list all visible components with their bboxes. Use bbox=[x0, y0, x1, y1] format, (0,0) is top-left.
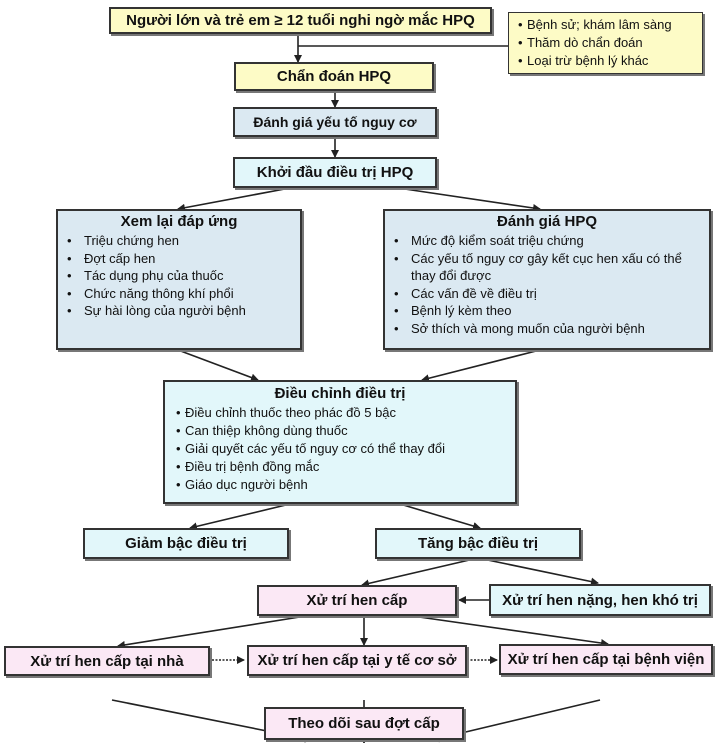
side-note-item: Loại trừ bệnh lý khác bbox=[513, 52, 698, 70]
assess-asthma-item: Bệnh lý kèm theo bbox=[385, 302, 701, 320]
node-side-note: Bệnh sử; khám lâm sàng Thăm dò chẩn đoán… bbox=[508, 12, 703, 74]
node-start-label: Người lớn và trẻ em ≥ 12 tuổi nghi ngờ m… bbox=[126, 12, 475, 29]
arrow-to-severe bbox=[477, 557, 599, 586]
node-diagnosis: Chẩn đoán HPQ bbox=[234, 62, 434, 91]
side-note-item: Bệnh sử; khám lâm sàng bbox=[513, 16, 698, 34]
assess-asthma-item: Các yếu tố nguy cơ gây kết cục hen xấu c… bbox=[385, 250, 701, 285]
review-response-item: Sự hài lòng của người bệnh bbox=[58, 302, 300, 320]
adjust-treatment-item: Can thiệp không dùng thuốc bbox=[171, 422, 515, 440]
arrow-to-step-up bbox=[399, 503, 481, 530]
assess-asthma-list: Mức độ kiểm soát triệu chứng Các yếu tố … bbox=[385, 232, 709, 337]
node-acute-hospital-label: Xử trí hen cấp tại bệnh viện bbox=[507, 651, 705, 668]
node-step-down: Giảm bậc điều trị bbox=[83, 528, 289, 559]
adjust-treatment-title: Điều chỉnh điều trị bbox=[274, 385, 406, 402]
node-severe-asthma-label: Xử trí hen nặng, hen khó trị bbox=[502, 591, 698, 609]
node-diagnosis-label: Chẩn đoán HPQ bbox=[276, 68, 392, 85]
node-acute-home: Xử trí hen cấp tại nhà bbox=[4, 646, 210, 676]
node-risk-assessment: Đánh giá yếu tố nguy cơ bbox=[233, 107, 437, 137]
node-acute-management-label: Xử trí hen cấp bbox=[306, 592, 408, 609]
assess-asthma-item: Các vấn đề về điều trị bbox=[385, 285, 701, 303]
assess-asthma-item: Sở thích và mong muốn của người bệnh bbox=[385, 320, 701, 338]
assess-asthma-title: Đánh giá HPQ bbox=[496, 213, 597, 230]
review-response-item: Chức năng thông khí phổi bbox=[58, 285, 300, 303]
node-assess-asthma: Đánh giá HPQ Mức độ kiểm soát triệu chứn… bbox=[383, 209, 711, 350]
node-follow-up: Theo dõi sau đợt cấp bbox=[264, 707, 464, 740]
node-start-treatment: Khởi đầu điều trị HPQ bbox=[233, 157, 437, 188]
review-response-title: Xem lại đáp ứng bbox=[120, 213, 238, 230]
node-step-down-label: Giảm bậc điều trị bbox=[125, 535, 247, 552]
node-acute-management: Xử trí hen cấp bbox=[257, 585, 457, 616]
arrow-to-step-down bbox=[189, 503, 291, 531]
arrow-assess-to-adjust bbox=[421, 349, 541, 383]
review-response-list: Triệu chứng hen Đợt cấp hen Tác dụng phụ… bbox=[58, 232, 300, 320]
node-start-treatment-label: Khởi đầu điều trị HPQ bbox=[256, 164, 414, 181]
node-start: Người lớn và trẻ em ≥ 12 tuổi nghi ngờ m… bbox=[109, 7, 492, 34]
side-note-item: Thăm dò chẩn đoán bbox=[513, 34, 698, 52]
arrow-to-acute bbox=[361, 557, 479, 588]
adjust-treatment-list: Điều chỉnh thuốc theo phác đồ 5 bậc Can … bbox=[165, 404, 515, 494]
node-adjust-treatment: Điều chỉnh điều trị Điều chỉnh thuốc the… bbox=[163, 380, 517, 504]
review-response-item: Đợt cấp hen bbox=[58, 250, 300, 268]
adjust-treatment-item: Giải quyết các yếu tố nguy cơ có thể tha… bbox=[171, 440, 515, 458]
review-response-item: Triệu chứng hen bbox=[58, 232, 300, 250]
node-acute-primary-care-label: Xử trí hen cấp tại y tế cơ sở bbox=[257, 652, 457, 669]
node-severe-asthma: Xử trí hen nặng, hen khó trị bbox=[489, 584, 711, 616]
review-response-item: Tác dụng phụ của thuốc bbox=[58, 267, 300, 285]
node-follow-up-label: Theo dõi sau đợt cấp bbox=[288, 715, 440, 732]
arrow-to-review-response bbox=[177, 187, 291, 212]
node-step-up-label: Tăng bậc điều trị bbox=[417, 535, 538, 552]
node-risk-assessment-label: Đánh giá yếu tố nguy cơ bbox=[253, 114, 417, 130]
node-step-up: Tăng bậc điều trị bbox=[375, 528, 581, 559]
adjust-treatment-item: Điều chỉnh thuốc theo phác đồ 5 bậc bbox=[171, 404, 515, 422]
arrow-to-assess-asthma bbox=[397, 187, 541, 212]
adjust-treatment-item: Điều trị bệnh đồng mắc bbox=[171, 458, 515, 476]
node-acute-primary-care: Xử trí hen cấp tại y tế cơ sở bbox=[247, 645, 467, 676]
arrow-to-acute-hospital bbox=[411, 615, 609, 647]
node-acute-home-label: Xử trí hen cấp tại nhà bbox=[30, 652, 184, 670]
node-acute-hospital: Xử trí hen cấp tại bệnh viện bbox=[499, 644, 713, 675]
assess-asthma-item: Mức độ kiểm soát triệu chứng bbox=[385, 232, 701, 250]
adjust-treatment-item: Giáo dục người bệnh bbox=[171, 476, 515, 494]
arrow-review-to-adjust bbox=[177, 349, 259, 382]
node-review-response: Xem lại đáp ứng Triệu chứng hen Đợt cấp … bbox=[56, 209, 302, 350]
side-note-list: Bệnh sử; khám lâm sàng Thăm dò chẩn đoán… bbox=[513, 16, 698, 70]
arrow-to-acute-home bbox=[117, 615, 307, 649]
